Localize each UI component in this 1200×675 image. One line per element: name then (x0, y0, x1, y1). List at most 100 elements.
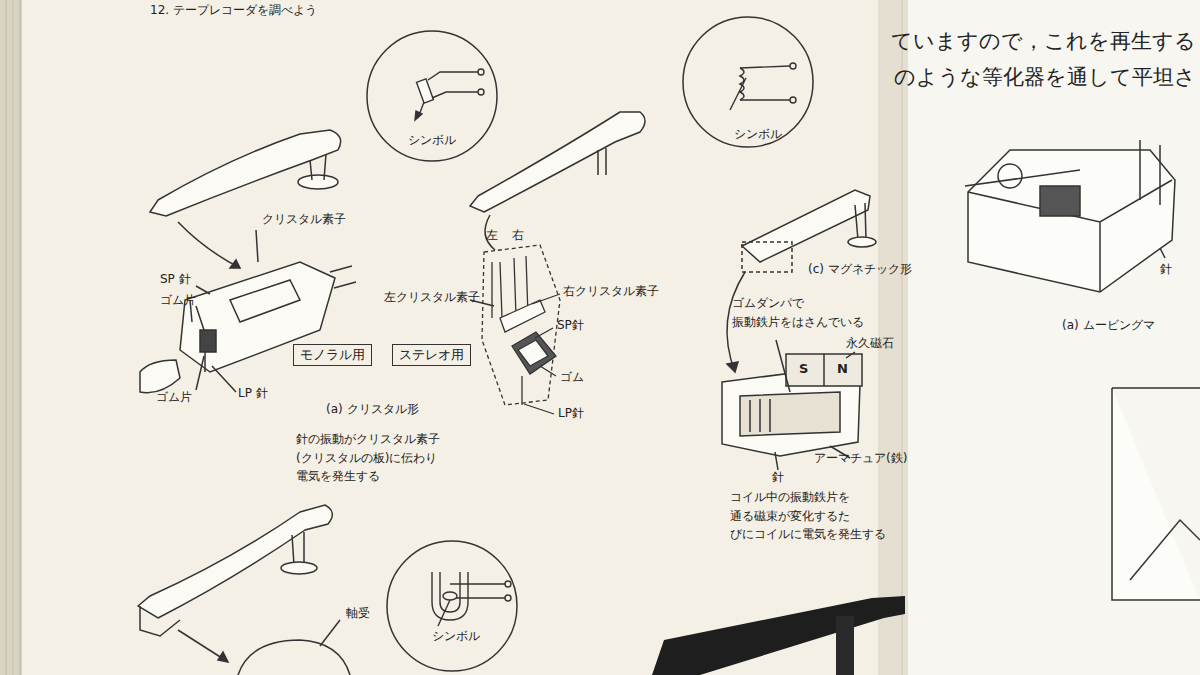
arrow-head (727, 362, 738, 372)
mono-tone-arm (150, 130, 341, 268)
next-figure-frame (1112, 388, 1200, 600)
crystal-plate (417, 79, 434, 103)
box-text: ステレオ用 (399, 346, 464, 364)
crystal-symbol (415, 69, 484, 120)
arm-body (470, 112, 645, 212)
box-text: モノラル用 (300, 346, 365, 364)
stereo-crystal-cartridge (470, 245, 560, 414)
part-name: LP 針 (238, 386, 268, 401)
terminal (478, 69, 484, 75)
gutter-line (902, 0, 903, 675)
needle-arrow (730, 78, 746, 110)
part-name: 針 (772, 470, 784, 485)
head-shell (140, 606, 180, 636)
arm-base (281, 562, 317, 574)
magnet-pole: N (837, 361, 848, 377)
part-name: LP針 (558, 406, 584, 421)
description-note: 針の振動がクリスタル素子 (クリスタルの板)に伝わり 電気を発生する (296, 430, 440, 486)
part-note: ゴムダンパで 振動鉄片をはさんでいる (732, 294, 864, 331)
moving-magnet-symbol (432, 572, 511, 626)
symbol-caption: シンボル (432, 628, 480, 645)
part-name: 永久磁石 (846, 336, 894, 351)
cartridge-outline (742, 242, 792, 272)
arm-post (855, 203, 866, 240)
part-name: 右クリスタル素子 (563, 284, 659, 299)
cartridge-outline (482, 245, 560, 405)
usage-box: モノラル用 (293, 344, 372, 366)
needle-arrow (438, 600, 450, 626)
needle-knob (140, 360, 180, 393)
leaders (196, 286, 236, 392)
arm-body (138, 505, 332, 618)
permanent-magnet (786, 354, 862, 386)
arrow-head (415, 111, 422, 120)
symbol-circle: シンボル (386, 540, 518, 672)
magnet (998, 164, 1022, 188)
magnet-divider (823, 354, 825, 386)
wires (740, 66, 790, 100)
terminal (505, 595, 511, 601)
arm-photo (652, 596, 905, 675)
arm-pin (598, 148, 606, 175)
crystal-plates (500, 300, 545, 332)
right-page (900, 0, 1200, 675)
part-name: 軸受 (346, 606, 370, 621)
wires (450, 584, 505, 598)
symbol-caption: シンボル (408, 132, 456, 149)
arrow-head (230, 260, 240, 268)
body-text-line: ていますので，これを再生する (891, 28, 1196, 54)
symbol-circle: シンボル (366, 30, 498, 162)
coil-windings (750, 399, 770, 432)
text-line: 振動鉄片をはさんでいる (732, 313, 864, 332)
part-name: クリスタル素子 (262, 212, 346, 227)
text-line: 電気を発生する (296, 467, 440, 486)
text-line: (クリスタルの板)に伝わり (296, 449, 440, 468)
moving-magnet-cartridge (965, 140, 1200, 600)
coil-block (1040, 186, 1080, 216)
text-line: ゴムダンパで (732, 294, 864, 313)
leader (1160, 248, 1165, 258)
page-edge (6, 0, 7, 675)
next-figure (1130, 520, 1200, 580)
coil (740, 392, 840, 436)
figure-caption: (a) ムービングマ (1062, 318, 1155, 333)
arm-body (150, 130, 341, 216)
figure-caption: (a) クリスタル形 (326, 402, 419, 417)
leader (320, 620, 340, 646)
circle-outline (683, 17, 813, 147)
part-name: ゴム片 (160, 293, 196, 308)
mono-crystal-cartridge (140, 230, 356, 393)
lp-needle (204, 352, 206, 372)
bottom-tone-arm (138, 505, 350, 675)
needle-holder (518, 340, 548, 366)
text-line: 通る磁束が変化するた (730, 507, 886, 526)
part-name: 左クリスタル素子 (384, 290, 480, 305)
rubber-piece (200, 330, 216, 352)
part-name: 針 (1160, 262, 1172, 277)
stereo-tone-arm (470, 112, 645, 250)
needle-and-pins (965, 140, 1160, 205)
page-edge (20, 0, 21, 675)
arm-base (848, 237, 876, 247)
symbol-circle: シンボル (682, 16, 814, 148)
page-stack (0, 0, 22, 675)
terminal (505, 581, 511, 587)
lp-needle (521, 376, 522, 405)
coil (443, 592, 457, 600)
detail-view (238, 640, 350, 675)
figure-caption: (c) マグネチック形 (808, 262, 912, 277)
arm-post (310, 154, 326, 180)
wires (428, 72, 478, 98)
arm-post-photo (836, 616, 854, 675)
pointer-arrow (178, 222, 240, 268)
leaders (470, 294, 560, 414)
text-line: びにコイルに電気を発生する (730, 525, 886, 544)
needle (775, 452, 778, 470)
part-name: SP針 (557, 318, 584, 333)
part-name: ゴム片 (156, 390, 192, 405)
arm-body (742, 190, 870, 262)
pointer-arrow (178, 630, 225, 660)
magnet-pole: S (799, 361, 808, 377)
